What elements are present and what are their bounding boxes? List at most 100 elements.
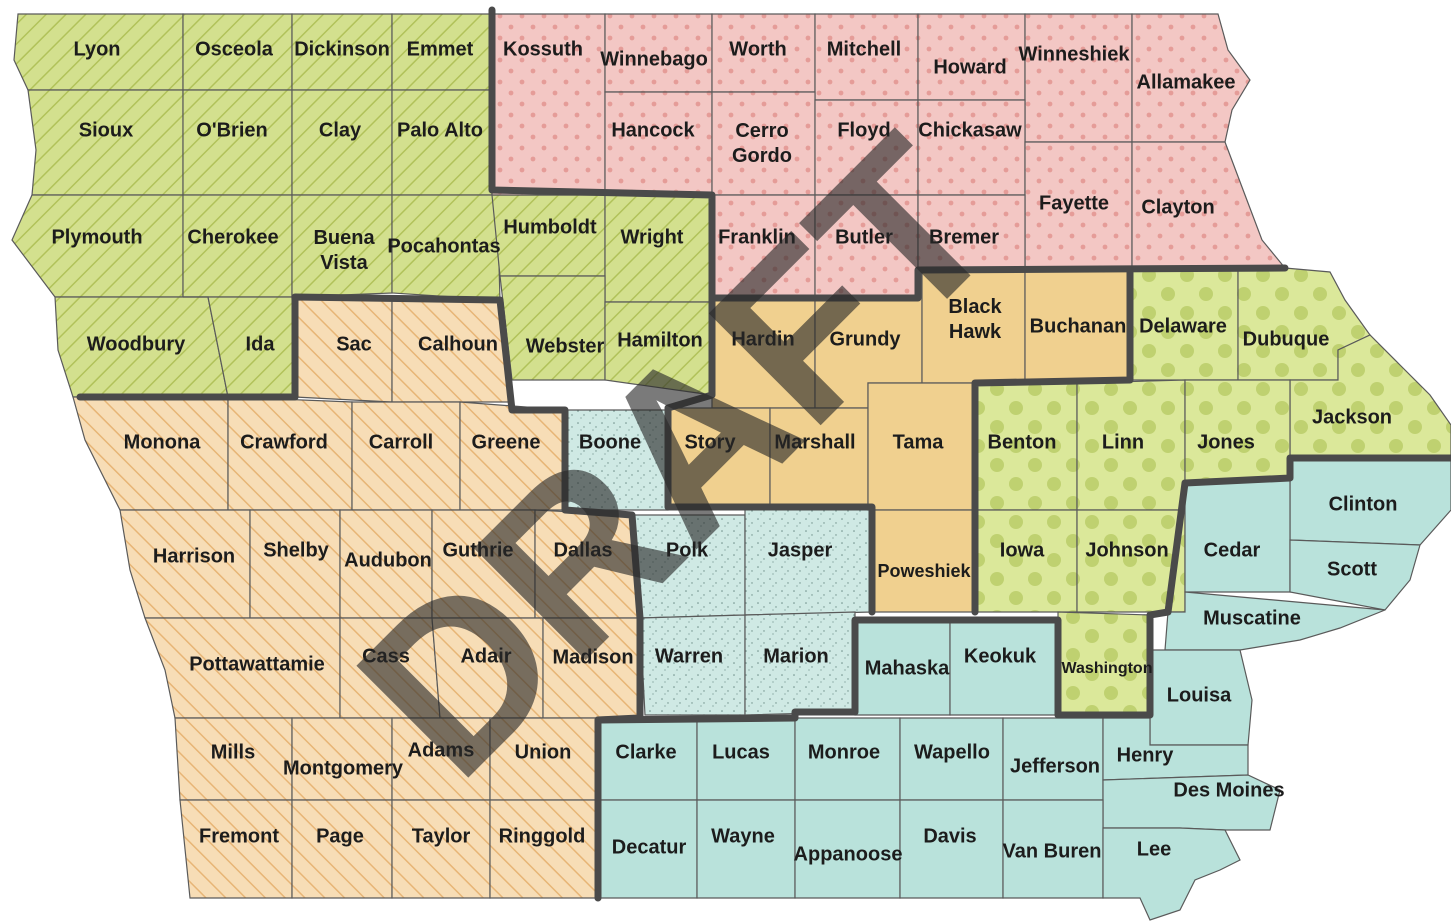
county-label-warren: Warren bbox=[655, 645, 723, 667]
county-label-davis: Davis bbox=[923, 825, 976, 847]
border-northwest-northcentral bbox=[664, 294, 876, 616]
county-label-union: Union bbox=[515, 741, 572, 763]
county-label-lee: Lee bbox=[1137, 838, 1171, 860]
county-shape-wayne bbox=[696, 799, 796, 899]
county-label-dickinson: Dickinson bbox=[294, 38, 390, 60]
county-label-jefferson: Jefferson bbox=[1010, 755, 1100, 777]
county-label-marion: Marion bbox=[763, 645, 829, 667]
county-shape-paloalto bbox=[391, 89, 493, 196]
county-label-poweshiek: Poweshiek bbox=[877, 561, 971, 581]
county-label-iowa: Iowa bbox=[1000, 539, 1045, 561]
county-label-clayton: Clayton bbox=[1141, 196, 1214, 218]
county-label-guthrie: Guthrie bbox=[442, 539, 513, 561]
county-label-mitchell: Mitchell bbox=[827, 38, 901, 60]
county-label-linn: Linn bbox=[1102, 431, 1144, 453]
region-northeast bbox=[491, 13, 1287, 299]
county-label-lyon: Lyon bbox=[73, 38, 120, 60]
county-label-greene: Greene bbox=[472, 431, 541, 453]
county-label-o-brien: O'Brien bbox=[196, 119, 267, 141]
county-label-hardin: Hardin bbox=[731, 328, 794, 350]
county-label-dallas: Dallas bbox=[554, 539, 613, 561]
county-label-franklin: Franklin bbox=[718, 226, 796, 248]
county-label-webster: Webster bbox=[526, 335, 605, 357]
county-label-wayne: Wayne bbox=[711, 825, 775, 847]
county-label-worth: Worth bbox=[729, 38, 786, 60]
county-label-sac: Sac bbox=[336, 333, 372, 355]
border-central-south bbox=[594, 454, 1451, 724]
county-shape-cedar bbox=[1184, 477, 1291, 593]
county-label-wapello: Wapello bbox=[914, 741, 990, 763]
county-label-des-moines: Des Moines bbox=[1173, 779, 1284, 801]
county-shape-jackson bbox=[1289, 334, 1451, 459]
county-label-sioux: Sioux bbox=[79, 119, 133, 141]
region-borders bbox=[76, 6, 1451, 902]
county-label-marshall: Marshall bbox=[774, 431, 855, 453]
county-label-jackson: Jackson bbox=[1312, 406, 1392, 428]
county-label-jones: Jones bbox=[1197, 431, 1255, 453]
county-label-winneshiek: Winneshiek bbox=[1019, 43, 1131, 65]
county-label-hancock: Hancock bbox=[611, 119, 695, 141]
county-label-polk: Polk bbox=[666, 539, 709, 561]
county-label-appanoose: Appanoose bbox=[794, 843, 903, 865]
county-label-cherokee: Cherokee bbox=[187, 226, 278, 248]
county-shape-sioux bbox=[27, 89, 184, 196]
county-label-mahaska: Mahaska bbox=[865, 657, 950, 679]
county-label-howard: Howard bbox=[933, 56, 1006, 78]
county-shape-monona bbox=[72, 396, 229, 511]
county-shape-carroll bbox=[351, 401, 461, 511]
county-label-clinton: Clinton bbox=[1329, 493, 1398, 515]
county-label-pocahontas: Pocahontas bbox=[387, 235, 500, 257]
county-label-benton: Benton bbox=[988, 431, 1057, 453]
county-label-fayette: Fayette bbox=[1039, 192, 1109, 214]
county-label-harrison: Harrison bbox=[153, 545, 235, 567]
county-label-calhoun: Calhoun bbox=[418, 333, 498, 355]
county-label-ida: Ida bbox=[246, 333, 276, 355]
county-shape-davis bbox=[899, 799, 1004, 899]
county-label-adams: Adams bbox=[408, 739, 475, 761]
county-shape-ringgold bbox=[489, 799, 601, 899]
county-shape-clay bbox=[291, 89, 393, 196]
county-shape-crawford bbox=[227, 396, 353, 511]
county-label-pottawattamie: Pottawattamie bbox=[189, 653, 325, 675]
county-label-grundy: Grundy bbox=[829, 328, 901, 350]
region-southeast bbox=[597, 457, 1451, 921]
county-shape-obrien bbox=[182, 89, 293, 196]
county-label-story: Story bbox=[684, 431, 736, 453]
county-label-cass: Cass bbox=[362, 645, 410, 667]
region-northcentral bbox=[667, 269, 1131, 613]
county-label-delaware: Delaware bbox=[1139, 315, 1227, 337]
county-label-clay: Clay bbox=[319, 119, 362, 141]
county-label-tama: Tama bbox=[893, 431, 945, 453]
county-shape-keokuk bbox=[949, 619, 1059, 716]
county-label-woodbury: Woodbury bbox=[87, 333, 186, 355]
county-shape-fremont bbox=[179, 799, 293, 899]
county-label-lucas: Lucas bbox=[712, 741, 770, 763]
county-label-clarke: Clarke bbox=[615, 741, 676, 763]
county-label-kossuth: Kossuth bbox=[503, 38, 583, 60]
county-label-louisa: Louisa bbox=[1167, 684, 1232, 706]
border-northcentral-east bbox=[971, 266, 1134, 616]
region-northwest bbox=[11, 13, 713, 398]
county-label-buchanan: Buchanan bbox=[1030, 315, 1127, 337]
county-label-jasper: Jasper bbox=[768, 539, 833, 561]
county-shape-shelby bbox=[249, 509, 341, 619]
county-label-taylor: Taylor bbox=[412, 825, 471, 847]
county-label-keokuk: Keokuk bbox=[964, 645, 1037, 667]
county-shape-taylor bbox=[391, 799, 491, 899]
county-label-crawford: Crawford bbox=[240, 431, 328, 453]
county-label-johnson: Johnson bbox=[1085, 539, 1168, 561]
county-label-hamilton: Hamilton bbox=[617, 329, 703, 351]
county-label-dubuque: Dubuque bbox=[1243, 328, 1330, 350]
county-label-chickasaw: Chickasaw bbox=[918, 119, 1022, 141]
county-label-madison: Madison bbox=[552, 646, 633, 668]
county-label-audubon: Audubon bbox=[344, 549, 432, 571]
county-label-winnebago: Winnebago bbox=[600, 48, 708, 70]
county-label-ringgold: Ringgold bbox=[499, 825, 586, 847]
county-shape-lee bbox=[1102, 827, 1241, 921]
county-label-butler: Butler bbox=[835, 226, 893, 248]
county-label-adair: Adair bbox=[460, 645, 511, 667]
